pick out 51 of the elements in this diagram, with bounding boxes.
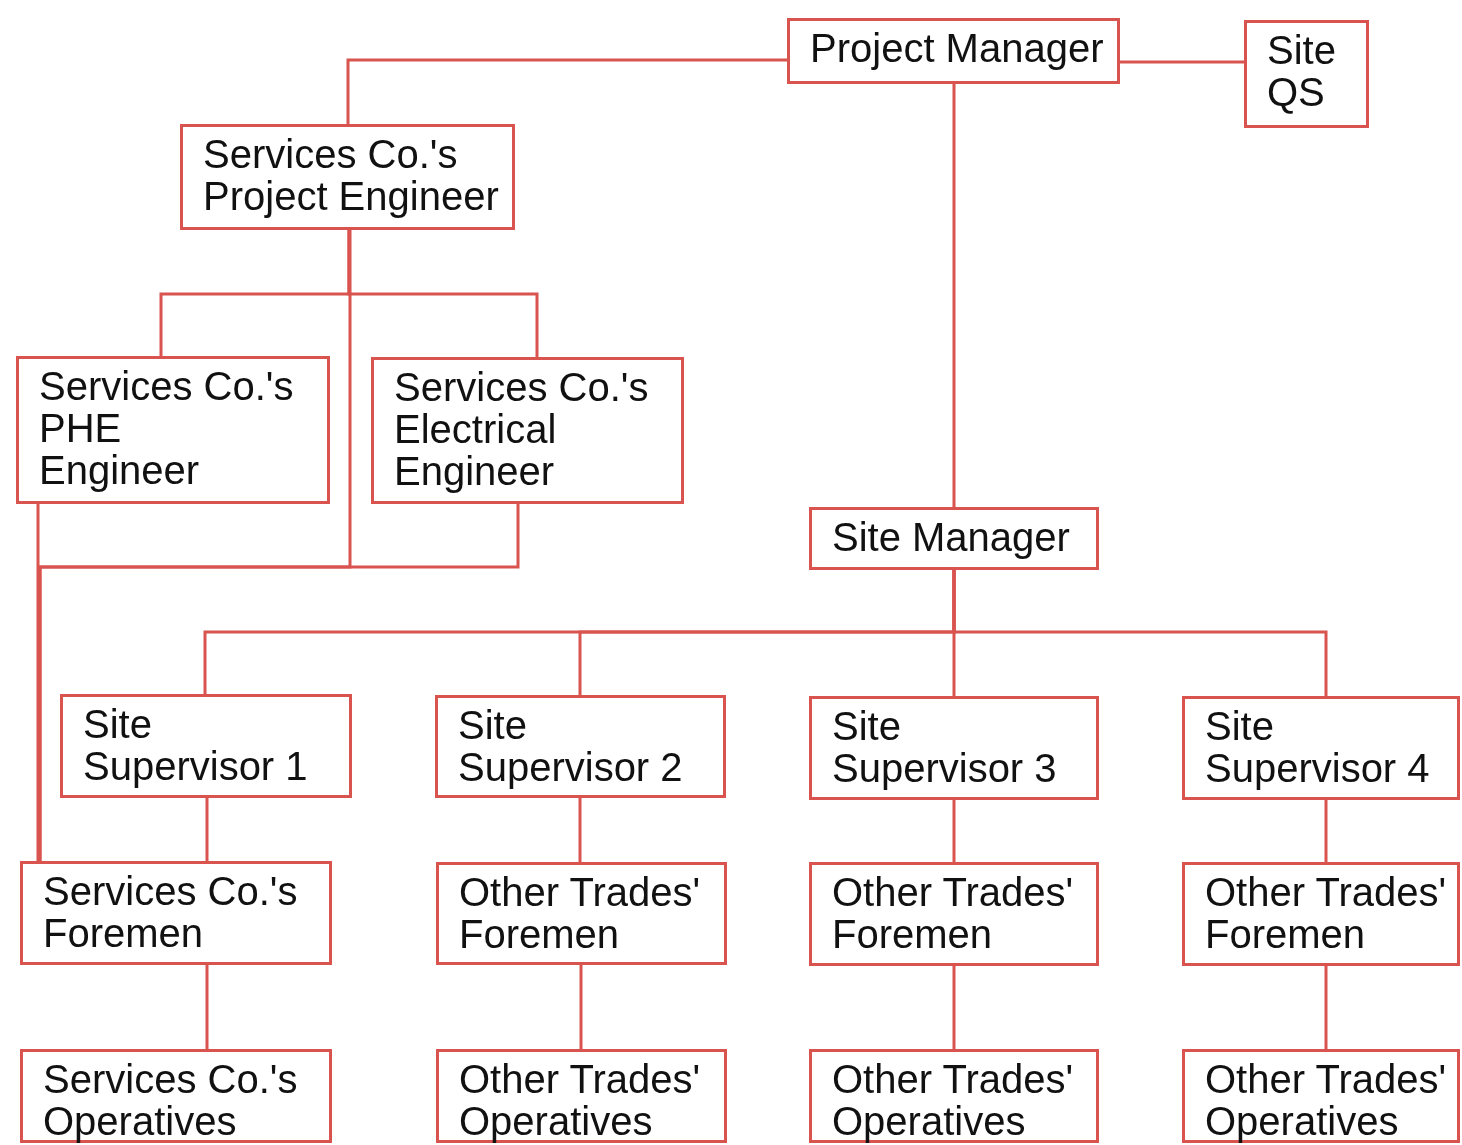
- org-chart-box: [1182, 1049, 1460, 1143]
- org-chart-box: [436, 862, 727, 965]
- connector-line: [38, 504, 520, 861]
- org-chart-box: [435, 695, 726, 798]
- role-label: Services Co.'s Foremen: [43, 870, 298, 954]
- role-label: Project Manager: [810, 27, 1104, 69]
- connector-line: [579, 965, 583, 1049]
- connector-line: [205, 798, 209, 861]
- org-chart-box: [1182, 696, 1460, 800]
- role-label: Other Trades' Foremen: [1205, 871, 1447, 955]
- role-label: Site Manager: [832, 516, 1070, 558]
- role-label: Site Supervisor 4: [1205, 705, 1430, 789]
- role-label: Services Co.'s Project Engineer: [203, 133, 499, 217]
- connector-line: [1324, 966, 1328, 1049]
- org-chart-box: [180, 124, 515, 230]
- role-label: Site Supervisor 1: [83, 703, 308, 787]
- role-label: Site Supervisor 3: [832, 705, 1057, 789]
- connector-line: [952, 800, 956, 862]
- connector-line: [1120, 60, 1244, 64]
- org-chart-box: [16, 356, 330, 504]
- connector-line: [205, 965, 209, 1049]
- connector-line: [1324, 800, 1328, 862]
- role-label: Other Trades' Foremen: [832, 871, 1074, 955]
- connector-line: [346, 58, 787, 124]
- role-label: Other Trades' Foremen: [459, 871, 701, 955]
- org-chart-box: [20, 861, 332, 965]
- org-chart-box: [809, 507, 1099, 570]
- role-label: Site QS: [1267, 29, 1336, 113]
- role-label: Other Trades' Operatives: [832, 1058, 1074, 1142]
- connector-line: [578, 798, 582, 862]
- org-chart-box: [1244, 20, 1369, 128]
- org-chart-box: [371, 357, 684, 504]
- connector-line: [36, 504, 40, 861]
- org-chart-box: [1182, 862, 1460, 966]
- role-label: Other Trades' Operatives: [1205, 1058, 1447, 1142]
- connector-line: [952, 966, 956, 1049]
- org-chart-box: [787, 18, 1120, 84]
- org-chart-box: [809, 1049, 1099, 1143]
- role-label: Site Supervisor 2: [458, 704, 683, 788]
- connector-line: [347, 230, 539, 357]
- org-chart-box: [809, 696, 1099, 800]
- connector-line: [952, 570, 1328, 696]
- role-label: Other Trades' Operatives: [459, 1058, 701, 1142]
- org-chart-box: [809, 862, 1099, 966]
- connector-line: [952, 84, 956, 507]
- role-label: Services Co.'s Operatives: [43, 1058, 298, 1142]
- org-chart-box: [60, 694, 352, 798]
- org-chart-box: [436, 1049, 727, 1143]
- org-chart-box: [20, 1049, 332, 1143]
- role-label: Services Co.'s PHE Engineer: [39, 365, 294, 491]
- role-label: Services Co.'s Electrical Engineer: [394, 366, 649, 492]
